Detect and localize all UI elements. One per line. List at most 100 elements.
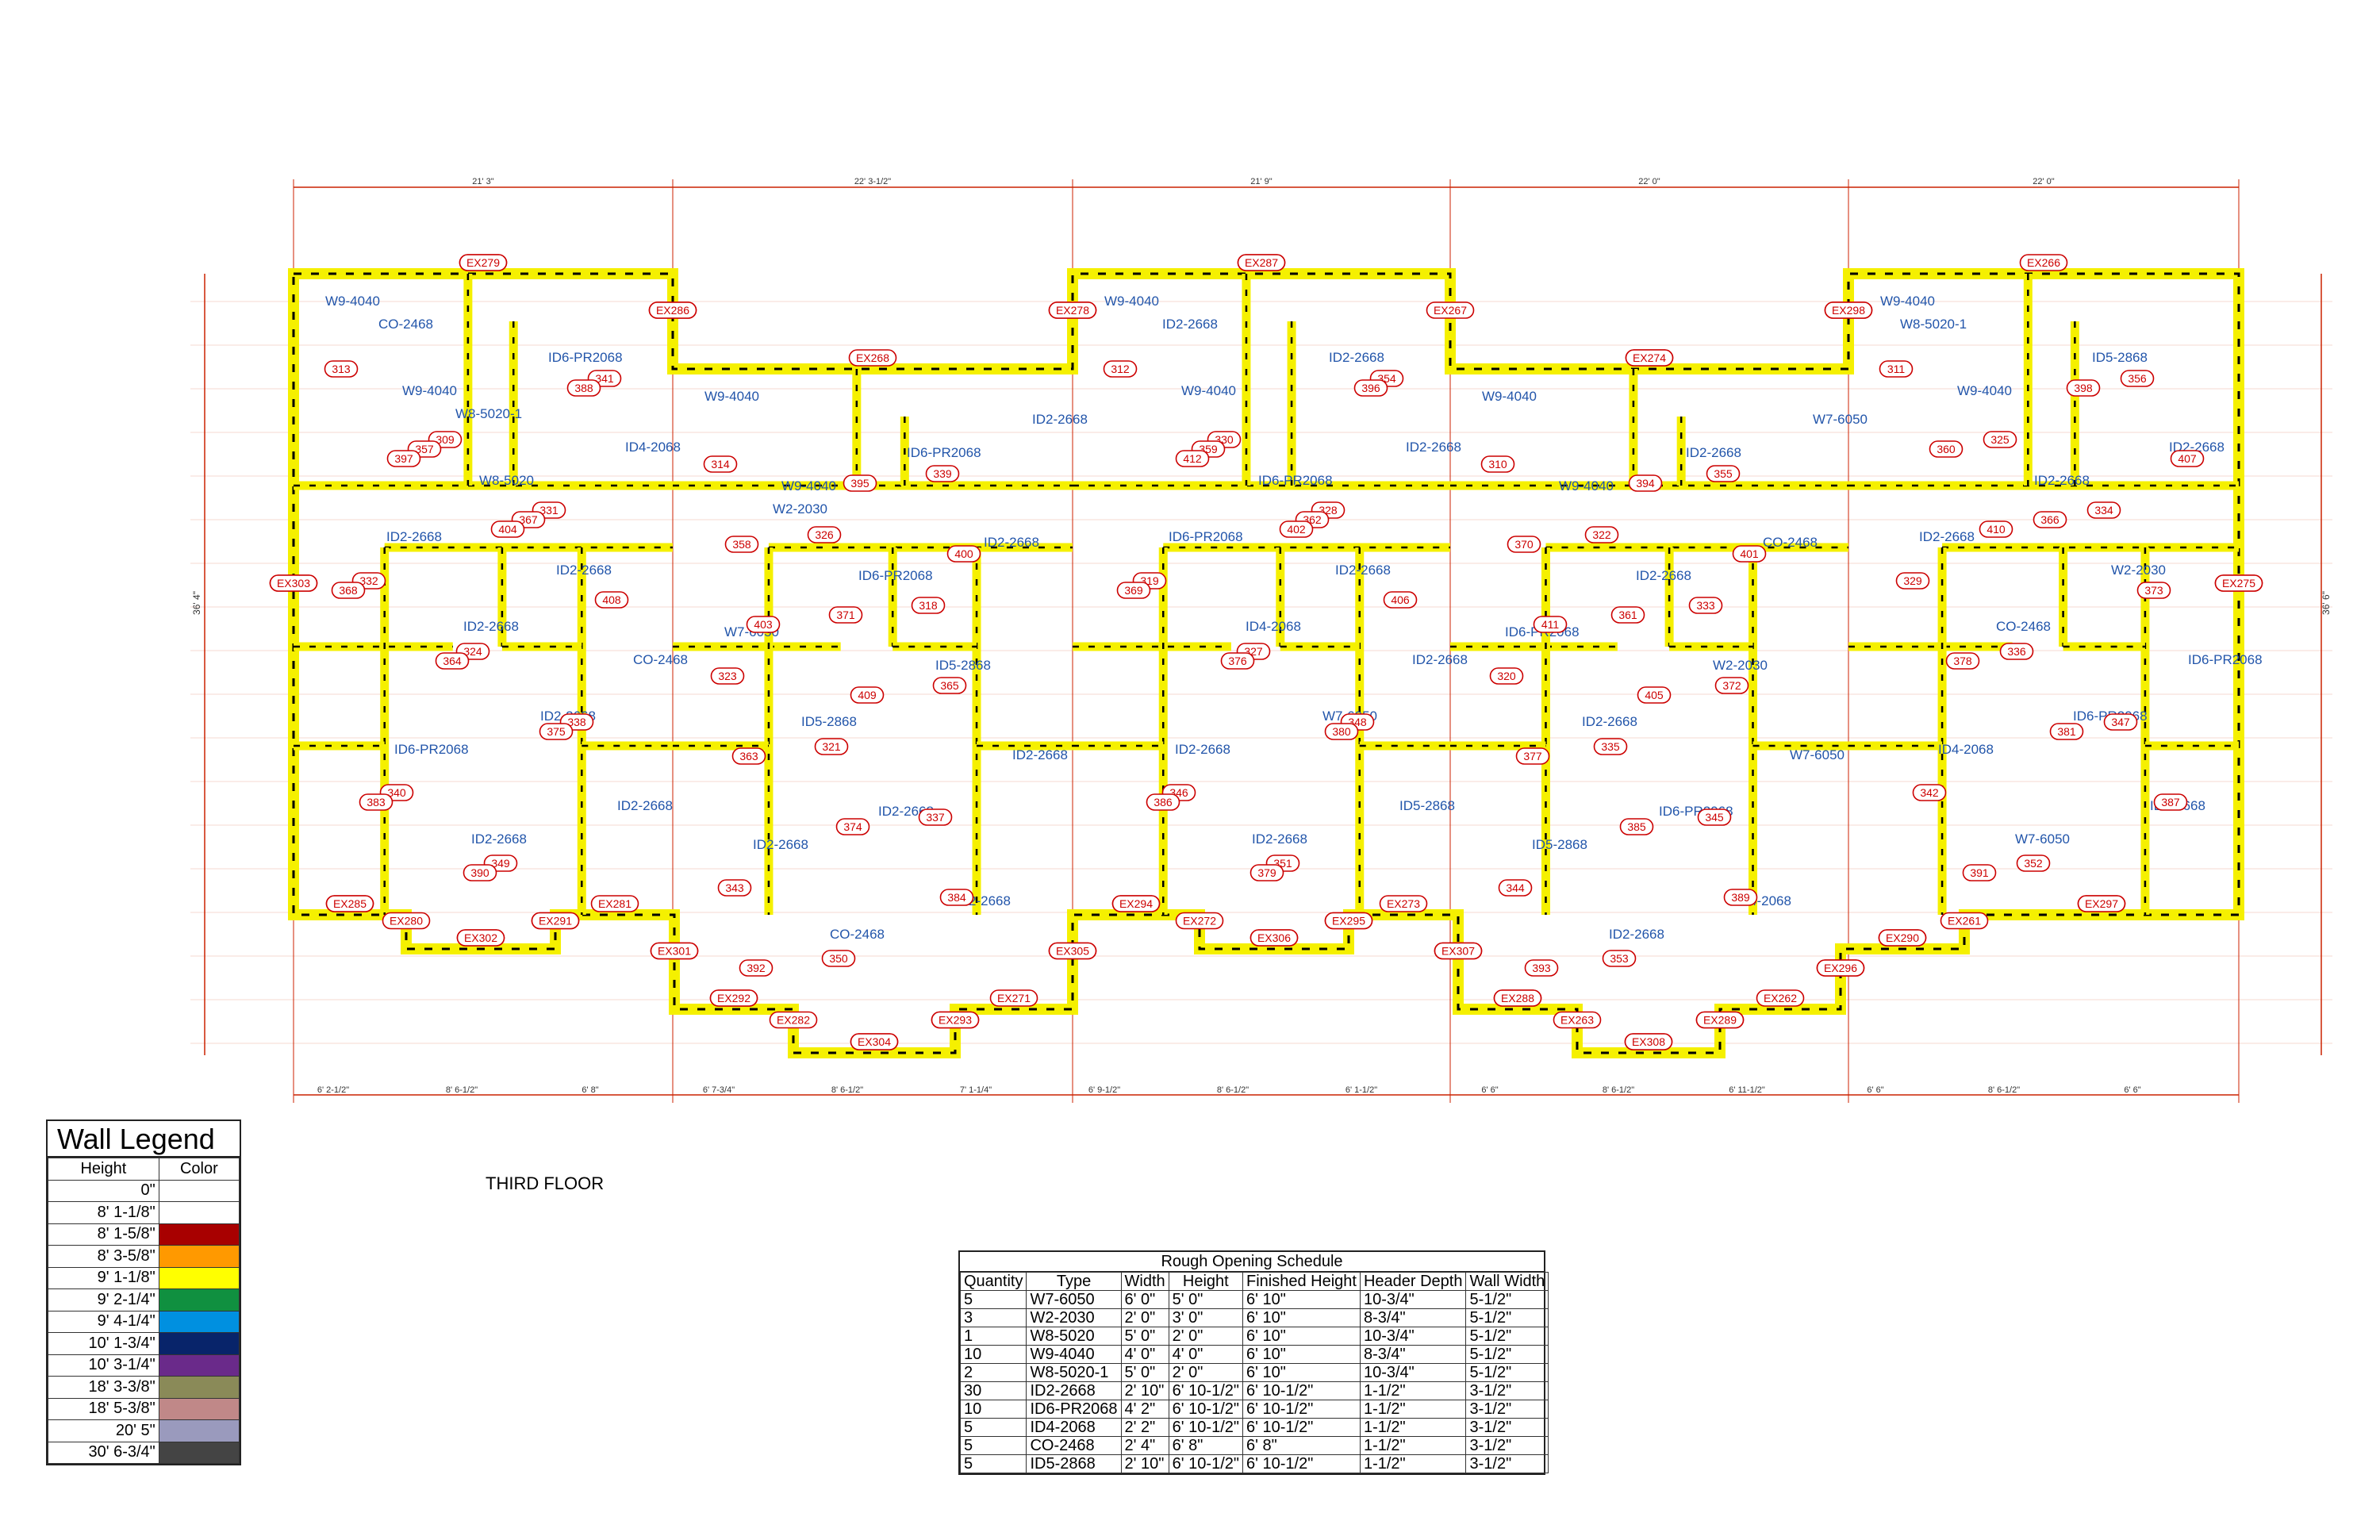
opening-label: CO-2468 xyxy=(830,927,885,942)
opening-label: W9-4040 xyxy=(781,478,836,493)
schedule-cell: W7-6050 xyxy=(1026,1290,1122,1309)
wall-tag-frame xyxy=(1929,440,1964,458)
wall-tag: 370 xyxy=(1514,538,1534,551)
schedule-cell: 10-3/4" xyxy=(1359,1290,1467,1309)
wall-tag: 318 xyxy=(919,599,938,612)
wall-tag: 375 xyxy=(547,725,566,738)
legend-col-color: Color xyxy=(158,1158,240,1181)
wall-tag-frame xyxy=(724,536,759,553)
opening-label: W7-6050 xyxy=(2015,831,2070,847)
wall-tag-frame xyxy=(594,591,629,609)
schedule-cell: 2' 0" xyxy=(1168,1363,1243,1382)
exterior-tag-frame xyxy=(459,254,508,271)
wall-tag: 340 xyxy=(387,786,406,799)
top-dimension-label: 22' 0" xyxy=(2033,177,2055,186)
schedule-cell: 8-3/4" xyxy=(1359,1308,1467,1327)
wall-tag: 324 xyxy=(463,645,482,658)
wall-tag-frame xyxy=(539,723,574,740)
left-dimension-label: 36' 4" xyxy=(191,591,202,615)
wall-tag: 369 xyxy=(1124,584,1143,597)
legend-color-swatch xyxy=(158,1332,240,1355)
schedule-cell: 2' 4" xyxy=(1120,1436,1169,1455)
exterior-tag: EX293 xyxy=(939,1014,972,1027)
wall-tag: 313 xyxy=(332,363,351,375)
wall-tag: 338 xyxy=(567,716,586,728)
wall-tag: 388 xyxy=(574,382,593,394)
legend-color-swatch xyxy=(158,1201,240,1224)
wall-tag: 325 xyxy=(1990,433,2010,446)
exterior-tag: EX261 xyxy=(1948,915,1981,927)
wall-tag: 401 xyxy=(1740,547,1759,560)
schedule-cell: 1-1/2" xyxy=(1359,1436,1467,1455)
exterior-tag-frame xyxy=(1553,1011,1602,1029)
legend-color-swatch xyxy=(158,1288,240,1311)
legend-height: 9' 4-1/4" xyxy=(48,1310,159,1333)
wall-tag: 389 xyxy=(1731,891,1750,904)
wall-tag-frame xyxy=(566,379,601,397)
wall-tag: 326 xyxy=(815,528,834,541)
wall-tag: 355 xyxy=(1714,467,1733,480)
opening-label: ID2-2668 xyxy=(471,831,527,847)
wall-tag: 312 xyxy=(1111,363,1130,375)
wall-tag-frame xyxy=(1697,808,1732,826)
exterior-tag: EX296 xyxy=(1824,962,1857,974)
exterior-tag: EX292 xyxy=(717,992,750,1004)
schedule-cell: 30 xyxy=(959,1381,1027,1400)
wall-tag-frame xyxy=(843,474,877,492)
exterior-tag: EX304 xyxy=(858,1035,891,1048)
wall-tag: 377 xyxy=(1523,750,1542,762)
wall-tag: 350 xyxy=(829,952,848,965)
wall-tag-frame xyxy=(1507,536,1541,553)
schedule-title: Rough Opening Schedule xyxy=(960,1252,1544,1272)
schedule-cell: 5 xyxy=(959,1454,1027,1473)
schedule-cell: 2' 0" xyxy=(1168,1327,1243,1346)
opening-label: CO-2468 xyxy=(1996,619,2051,634)
bottom-dimension-label: 6' 1-1/2" xyxy=(1345,1085,1377,1095)
opening-label: ID5-2868 xyxy=(2092,350,2148,365)
opening-label: ID2-2668 xyxy=(1636,568,1691,583)
top-dimension-label: 22' 0" xyxy=(1638,177,1660,186)
schedule-header-cell: Wall Width xyxy=(1465,1272,1549,1291)
schedule-cell: 3-1/2" xyxy=(1465,1400,1549,1419)
opening-label: ID2-2668 xyxy=(1412,652,1468,667)
wall-tag: 385 xyxy=(1627,820,1646,833)
legend-row: 8' 3-5/8" xyxy=(48,1245,240,1268)
wall-tag: 411 xyxy=(1541,618,1560,631)
opening-label: ID6-PR2068 xyxy=(858,568,933,583)
opening-label: W9-4040 xyxy=(704,389,759,404)
bottom-dimension-label: 6' 6" xyxy=(1867,1085,1883,1095)
legend-row: 0" xyxy=(48,1179,240,1202)
wall-tag-frame xyxy=(717,879,752,897)
wall-tag: 314 xyxy=(711,458,730,470)
exterior-tag: EX275 xyxy=(2222,577,2255,590)
wall-tag: 345 xyxy=(1705,811,1724,824)
wall-tag-frame xyxy=(1593,738,1628,755)
wall-tag: 395 xyxy=(850,477,869,490)
wall-tag: 367 xyxy=(519,513,538,526)
schedule-cell: 5-1/2" xyxy=(1465,1345,1549,1364)
legend-color-swatch xyxy=(158,1179,240,1202)
opening-label: W8-5020-1 xyxy=(1900,317,1967,332)
wall-tag: 380 xyxy=(1332,725,1351,738)
schedule-cell: 6' 10-1/2" xyxy=(1242,1418,1361,1437)
schedule-cell: 10-3/4" xyxy=(1359,1327,1467,1346)
opening-label: W2-2030 xyxy=(2111,563,2166,578)
wall-tag: 372 xyxy=(1722,679,1741,692)
opening-label: ID2-2668 xyxy=(1329,350,1384,365)
exterior-tag-frame xyxy=(848,349,897,367)
exterior-tag-frame xyxy=(2214,574,2263,592)
wall-tag: 387 xyxy=(2161,796,2180,808)
wall-tag: 391 xyxy=(1970,866,1989,879)
wall-tag-frame xyxy=(1353,379,1388,397)
wall-tag-frame xyxy=(731,747,766,765)
wall-tag-frame xyxy=(1610,606,1645,624)
exterior-tag-frame xyxy=(1111,895,1161,912)
wall-tag: 364 xyxy=(443,655,462,667)
wall-tag: 322 xyxy=(1592,528,1611,541)
opening-label: ID5-2868 xyxy=(1532,837,1587,852)
opening-label: CO-2468 xyxy=(633,652,688,667)
wall-tag-frame xyxy=(807,526,842,543)
wall-tag: 356 xyxy=(2128,372,2147,385)
